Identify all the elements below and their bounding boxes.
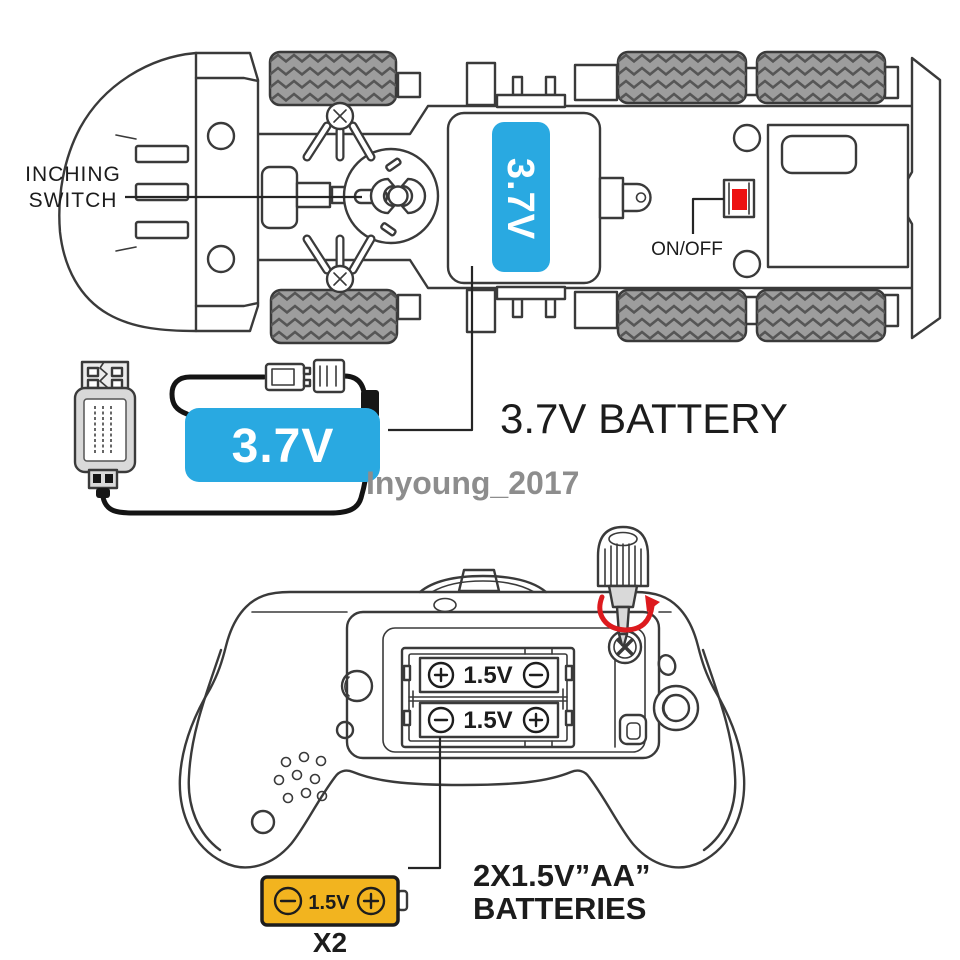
inching-switch-label-line1: INCHING — [25, 163, 121, 186]
truck-battery-voltage: 3.7V — [499, 158, 541, 240]
aa-battery-slot-top: 1.5V — [418, 656, 560, 694]
watermark: Inyoung_2017 — [366, 465, 579, 501]
back-panel-inner-seam — [382, 627, 646, 753]
battery-slot-top-label: 1.5V — [463, 662, 512, 689]
battery-lead-wire — [169, 374, 267, 417]
usb-charger — [73, 360, 137, 498]
aa-quantity-label: X2 — [313, 927, 347, 958]
screwdriver — [596, 525, 650, 647]
left-grip-crease — [187, 648, 223, 852]
aa-battery-label: 1.5V — [308, 892, 350, 914]
battery-leader-line — [388, 266, 474, 432]
battery-connector — [598, 176, 625, 220]
back-panel-seam — [345, 610, 661, 760]
chassis-fixtures — [465, 61, 567, 334]
truck-cab — [58, 51, 260, 333]
aa-leader-line — [408, 737, 442, 870]
aa-battery: 1.5V — [260, 875, 409, 927]
truck-battery-box: 3.7V — [446, 111, 652, 285]
rear-bumper — [895, 56, 942, 340]
front-wheels — [268, 50, 422, 345]
on-off-leader-line — [691, 197, 724, 234]
usb-charger-label — [83, 398, 127, 462]
battery-pack-voltage: 3.7V — [232, 420, 335, 473]
receiver-box — [732, 123, 910, 279]
charger-assembly: 3.7V 3.7V BATTERY Inyoung_2017 — [73, 266, 788, 516]
aa-caption-line1: 2X1.5V”AA” — [473, 858, 650, 893]
rear-wheels — [573, 50, 900, 343]
controller-side-details — [250, 654, 700, 835]
remote-controller-diagram: 1.5V 1.5V — [178, 525, 746, 869]
truck-battery-blue-label — [492, 122, 550, 272]
chassis-top-rail — [256, 104, 914, 136]
screw-hole — [732, 249, 762, 279]
speaker-holes — [273, 751, 328, 804]
battery-caption: 3.7V BATTERY — [500, 395, 788, 442]
aa-battery-slot-bottom: 1.5V — [418, 701, 560, 739]
rotation-arrow-icon — [597, 594, 655, 633]
aa-caption-line2: BATTERIES — [473, 891, 646, 926]
battery-pack: 3.7V — [185, 408, 380, 482]
suspension-arms — [302, 101, 376, 294]
inching-switch-label-line2: SWITCH — [29, 189, 118, 212]
plug-lead-wire — [341, 373, 367, 395]
on-off-switch: ON/OFF — [651, 178, 756, 260]
on-off-switch-slider — [732, 189, 747, 210]
dome-outline — [418, 574, 548, 594]
truck-underside-diagram: 3.7V ON/OFF INCHING SWITCH — [25, 50, 942, 345]
right-grip-crease — [701, 648, 737, 852]
rotation-arrow-head — [645, 595, 660, 612]
screw-hole — [732, 123, 762, 153]
inching-switch-callout: INCHING SWITCH — [25, 163, 362, 212]
aa-battery-callout: 1.5V X2 2X1.5V”AA” BATTERIES — [260, 737, 650, 958]
aa-batteries-caption: 2X1.5V”AA” BATTERIES — [473, 858, 650, 926]
on-off-label: ON/OFF — [651, 239, 723, 260]
battery-compartment: 1.5V 1.5V — [400, 646, 576, 749]
chassis-bottom-rail — [256, 258, 914, 290]
battery-slot-bottom-label: 1.5V — [463, 707, 512, 734]
charger-plug — [312, 358, 346, 394]
